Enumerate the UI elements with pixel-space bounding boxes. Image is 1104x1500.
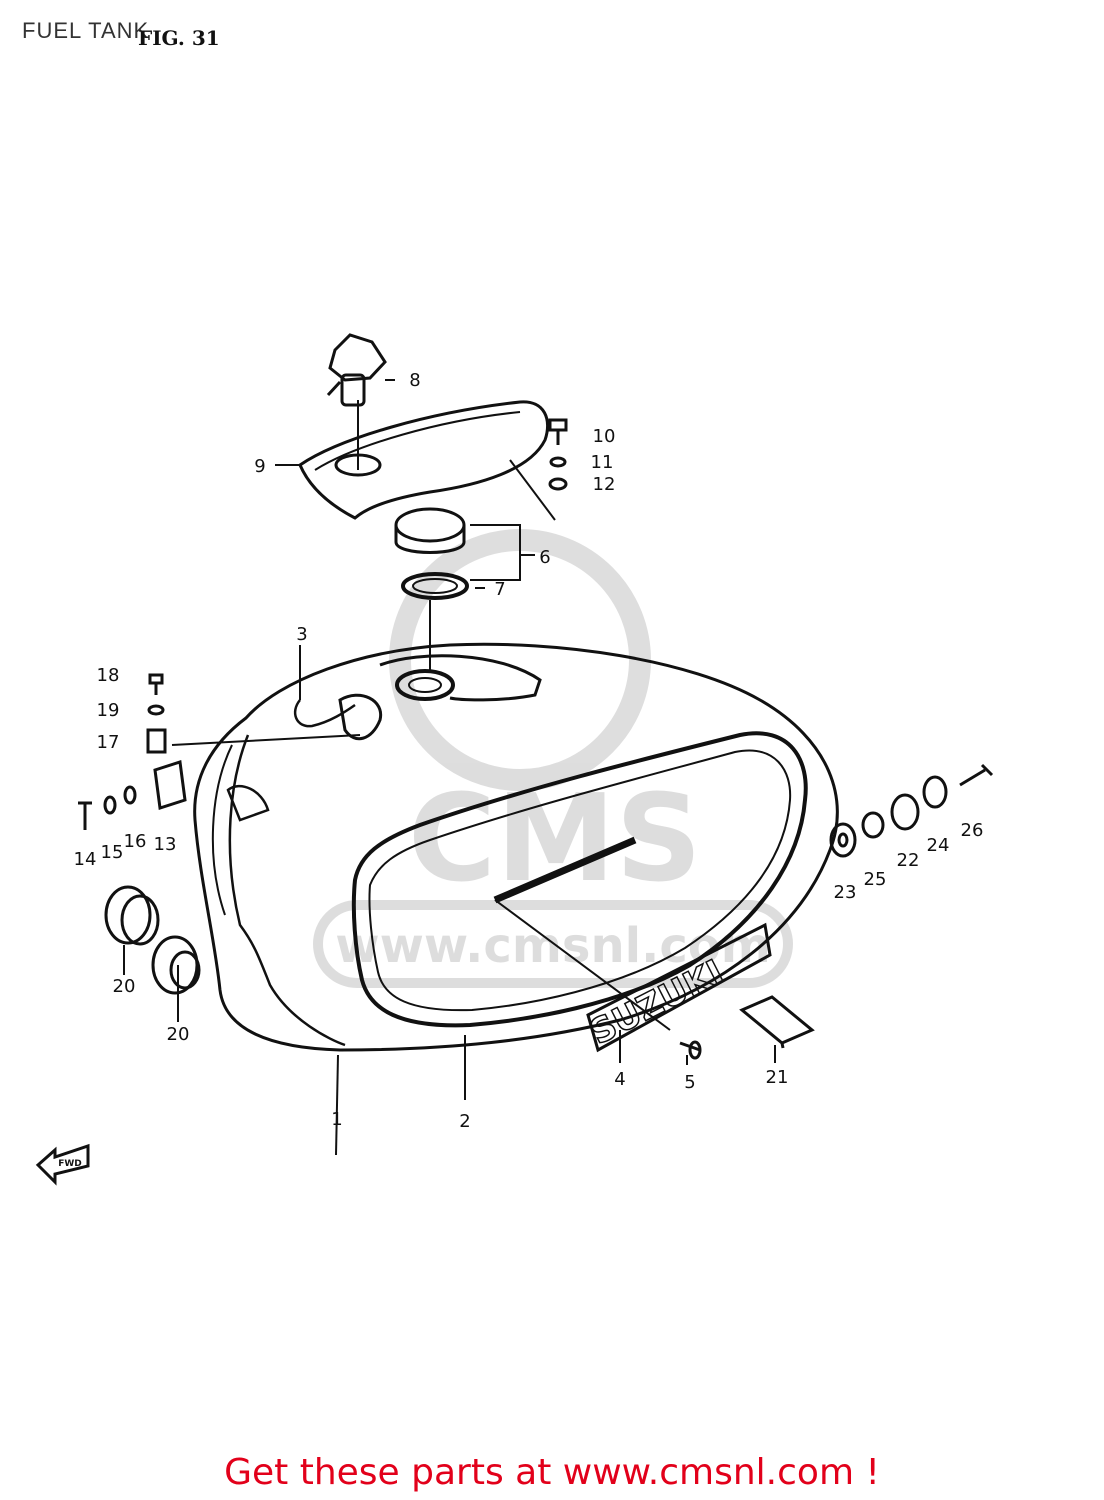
callout-17: 17 xyxy=(97,732,120,753)
callout-5: 5 xyxy=(684,1072,695,1093)
left-side-fasteners xyxy=(78,673,187,830)
callout-11: 11 xyxy=(591,452,614,473)
callout-6: 6 xyxy=(539,547,550,568)
fuel-lock xyxy=(326,333,387,407)
callout-24: 24 xyxy=(927,835,950,856)
leader-lines xyxy=(123,379,776,1156)
callout-18: 18 xyxy=(97,665,120,686)
callout-20a: 20 xyxy=(113,976,136,997)
callout-7: 7 xyxy=(494,579,505,600)
cap-gasket xyxy=(401,572,469,600)
callout-10: 10 xyxy=(593,426,616,447)
fuel-tank xyxy=(193,642,839,1052)
callout-22: 22 xyxy=(897,850,920,871)
fuel-cap xyxy=(394,507,466,554)
watermark: CMS www.cmsnl.com xyxy=(313,529,793,988)
callout-2: 2 xyxy=(459,1111,470,1132)
callout-15: 15 xyxy=(101,842,124,863)
rubber-cushions xyxy=(104,885,201,995)
callout-3: 3 xyxy=(296,624,307,645)
callout-8: 8 xyxy=(409,370,420,391)
right-side-fasteners xyxy=(829,763,994,858)
callout-12: 12 xyxy=(593,474,616,495)
callout-21: 21 xyxy=(766,1067,789,1088)
cushion-pad xyxy=(739,995,815,1049)
callout-26: 26 xyxy=(961,820,984,841)
callouts: 1 2 3 4 5 6 7 8 9 10 11 12 13 14 15 16 1… xyxy=(74,370,984,1132)
watermark-url: www.cmsnl.com xyxy=(335,918,771,974)
callout-1: 1 xyxy=(331,1109,342,1130)
page-title: FUEL TANK xyxy=(22,18,150,43)
callout-9: 9 xyxy=(254,456,265,477)
front-direction-arrow-icon: FWD xyxy=(35,1143,90,1186)
watermark-logo: CMS xyxy=(408,770,702,909)
emblem-screw xyxy=(679,1040,702,1060)
figure-label: FIG. 31 xyxy=(138,26,220,50)
callout-20b: 20 xyxy=(167,1024,190,1045)
callout-4: 4 xyxy=(614,1069,625,1090)
callout-13: 13 xyxy=(154,834,177,855)
callout-25: 25 xyxy=(864,869,887,890)
cmsnl-parts-link[interactable]: Get these parts at www.cmsnl.com ! xyxy=(224,1452,880,1493)
callout-19: 19 xyxy=(97,700,120,721)
callout-14: 14 xyxy=(74,849,97,870)
callout-23: 23 xyxy=(834,882,857,903)
cover-screw-set xyxy=(548,418,568,491)
callout-16: 16 xyxy=(124,831,147,852)
direction-arrow-label: FWD xyxy=(58,1159,82,1169)
